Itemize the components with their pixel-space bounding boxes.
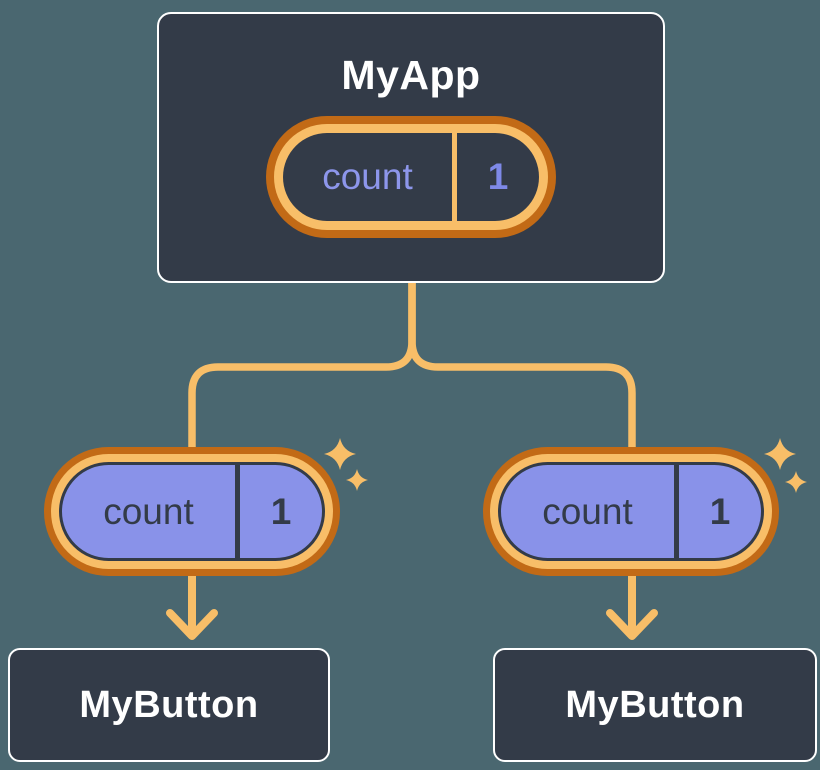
sparkle-group-right <box>764 438 807 493</box>
state-pill-body: count 1 <box>283 133 539 221</box>
state-pill-body: count 1 <box>498 462 764 561</box>
state-label: count <box>103 490 194 532</box>
state-pill-body: count 1 <box>59 462 325 561</box>
state-pill-ring: count 1 <box>51 454 333 569</box>
state-pill-child-left: count 1 <box>44 447 340 576</box>
sparkle-icon <box>346 469 368 491</box>
state-value: 1 <box>487 156 509 197</box>
component-node-mybutton-left: MyButton <box>8 648 330 762</box>
component-title: MyButton <box>565 683 745 726</box>
state-divider <box>452 133 457 221</box>
state-pill-ring: count 1 <box>490 454 772 569</box>
state-pill-child-right: count 1 <box>483 447 779 576</box>
sparkle-icon <box>764 438 796 470</box>
branch-line-right <box>408 277 636 464</box>
state-pill-ring: count 1 <box>274 124 548 230</box>
state-divider <box>674 465 679 558</box>
branch-line-left <box>188 277 416 464</box>
state-value: 1 <box>270 490 292 532</box>
state-label: count <box>542 490 633 532</box>
component-node-mybutton-right: MyButton <box>493 648 817 762</box>
state-value: 1 <box>709 490 731 532</box>
sparkle-icon <box>785 471 807 493</box>
state-pill-root: count 1 <box>266 116 556 238</box>
arrow-right-head-icon <box>606 609 658 640</box>
state-divider <box>235 465 240 558</box>
arrow-left-head-icon <box>166 609 218 640</box>
component-title: MyApp <box>341 52 481 98</box>
sparkle-group-left <box>324 438 368 491</box>
component-title: MyButton <box>79 683 259 726</box>
sparkle-icon <box>324 438 356 470</box>
state-label: count <box>322 156 413 197</box>
